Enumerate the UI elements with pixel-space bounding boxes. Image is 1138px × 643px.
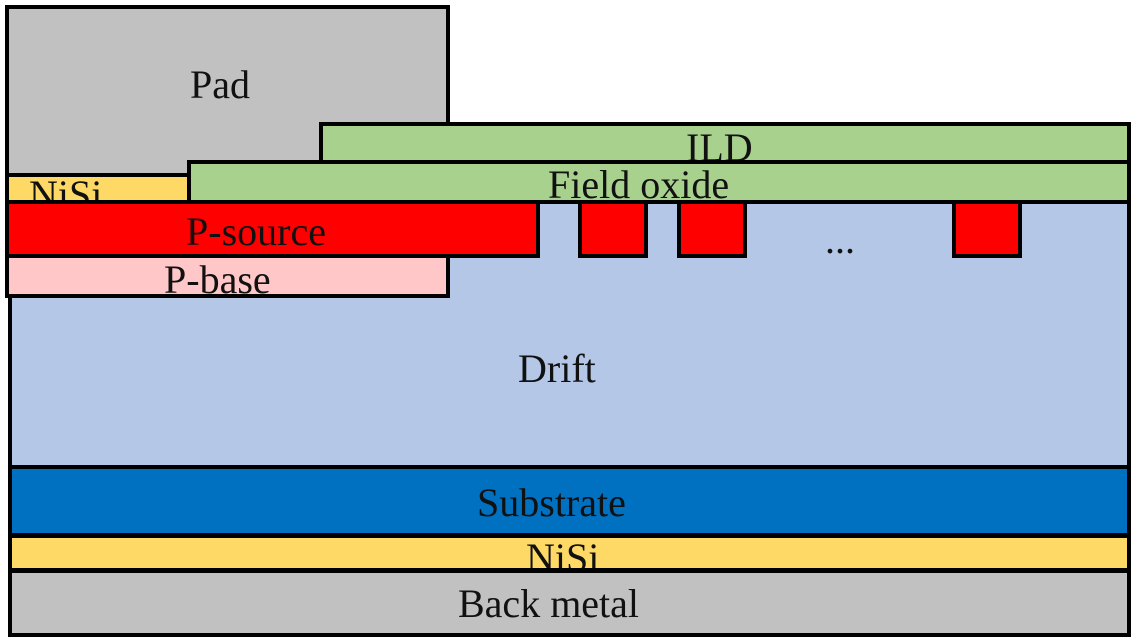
ild-label: ILD xyxy=(686,128,753,162)
field-oxide-layer xyxy=(187,160,1131,204)
pad-label: Pad xyxy=(190,62,250,107)
p-ring-3 xyxy=(952,200,1022,258)
p-source-region xyxy=(5,200,540,258)
back-metal-layer xyxy=(8,569,1131,637)
p-base-label: P-base xyxy=(164,260,271,296)
substrate-layer xyxy=(8,465,1131,537)
drift-label: Drift xyxy=(518,346,596,391)
p-ring-1 xyxy=(578,200,648,258)
nisi-bottom-label: NiSi xyxy=(526,538,600,568)
p-ring-2 xyxy=(677,200,747,258)
nisi-top-label: NiSi xyxy=(29,175,103,202)
ellipsis-label: ... xyxy=(825,217,855,262)
back-metal-label: Back metal xyxy=(458,581,640,626)
substrate-label: Substrate xyxy=(477,480,626,525)
p-source-label: P-source xyxy=(186,209,326,254)
nisi-top-layer xyxy=(5,173,195,205)
field-oxide-label: Field oxide xyxy=(548,165,730,202)
